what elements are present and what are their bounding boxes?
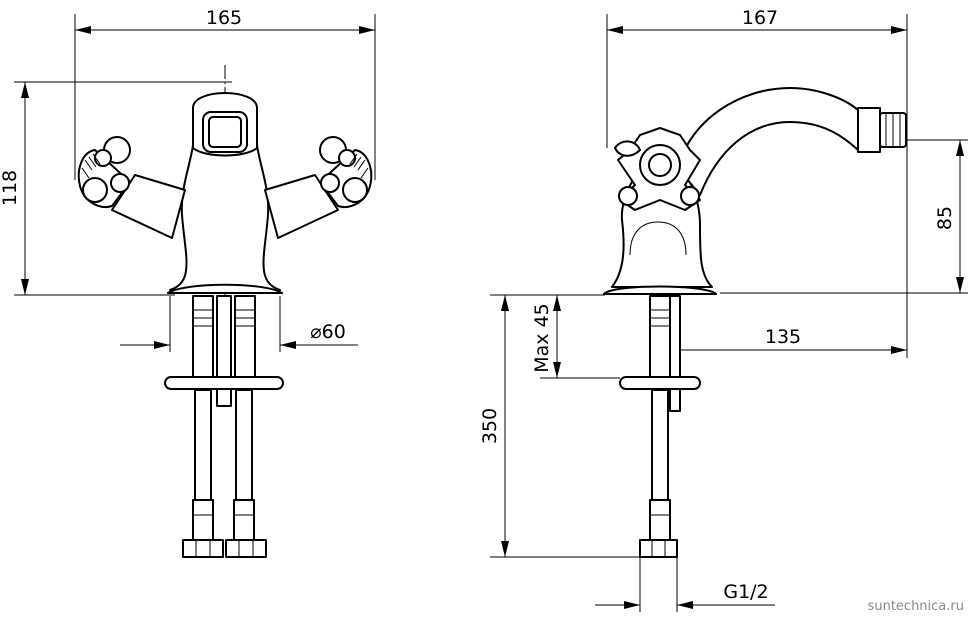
front-mounting-washer: [164, 376, 284, 390]
side-hose-length-label: 350: [479, 408, 501, 444]
front-right-handle: [264, 136, 373, 239]
front-height-dimension: 118: [0, 81, 232, 296]
side-view: 167 85 135 Max 45: [479, 7, 968, 612]
front-spout-head: [192, 92, 258, 157]
side-width-dimension: 167: [606, 7, 908, 150]
front-width-dimension: 165: [74, 7, 376, 180]
side-threaded-stem: [649, 295, 681, 412]
side-hose-nut: [639, 539, 678, 558]
side-max-thickness-label: Max 45: [531, 303, 553, 373]
watermark-text: suntechnica.ru: [868, 599, 964, 614]
side-width-label: 167: [742, 7, 778, 29]
front-hoses: [192, 389, 255, 541]
front-height-label: 118: [0, 170, 21, 206]
front-diameter-dimension: ⌀60: [120, 296, 358, 352]
side-max-thickness-dimension: Max 45: [490, 294, 620, 379]
side-hose-length-dimension: 350: [479, 295, 640, 558]
front-diameter-label: ⌀60: [310, 321, 346, 343]
front-width-label: 165: [206, 7, 242, 29]
side-hose: [649, 389, 671, 541]
side-thread-dimension: G1/2: [595, 557, 775, 612]
front-hose-nuts: [182, 539, 267, 558]
side-spout-height-dimension: 85: [720, 139, 968, 294]
front-left-handle: [77, 136, 186, 239]
side-spout-height-label: 85: [934, 206, 956, 230]
front-body: [169, 134, 281, 291]
side-spout-reach-dimension: 135: [660, 150, 908, 358]
side-spout-reach-label: 135: [765, 326, 801, 348]
side-spout: [677, 87, 861, 196]
side-handle: [614, 127, 701, 211]
front-view: 165 118: [0, 7, 376, 558]
side-mounting-washer: [619, 376, 701, 390]
side-spout-nozzle: [857, 107, 907, 153]
side-thread-label: G1/2: [723, 581, 768, 603]
